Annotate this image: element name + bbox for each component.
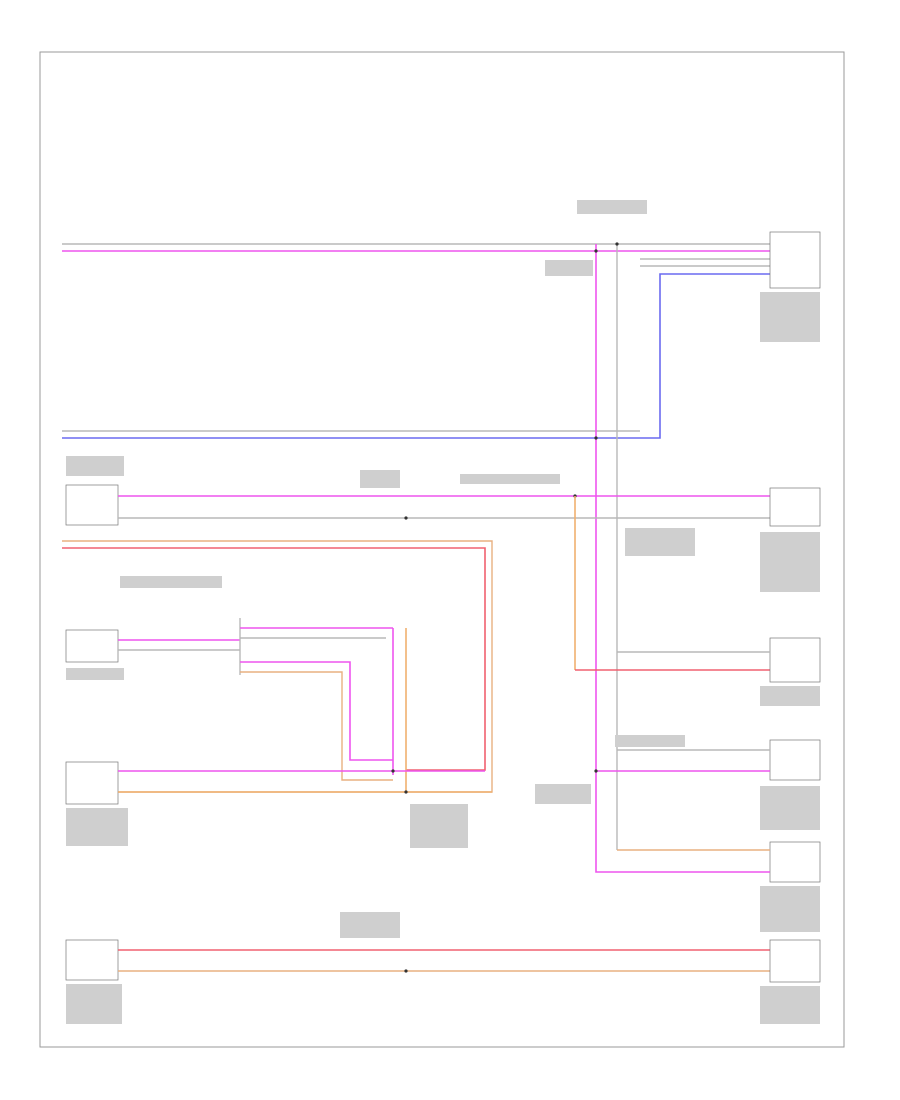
connector-right-5 (595, 841, 821, 883)
label-blocks (66, 200, 820, 1024)
component-left-1 (65, 484, 770, 671)
top-harness (62, 242, 770, 870)
connector-right-2 (769, 487, 821, 527)
component-left-4 (65, 939, 821, 983)
connector-right-top (769, 231, 821, 289)
connector-right-4 (594, 739, 821, 781)
diagram-frame (39, 51, 845, 1048)
connector-right-3 (617, 637, 821, 683)
component-left-2 (65, 618, 407, 792)
component-left-3 (65, 761, 492, 805)
component-box (769, 231, 821, 289)
